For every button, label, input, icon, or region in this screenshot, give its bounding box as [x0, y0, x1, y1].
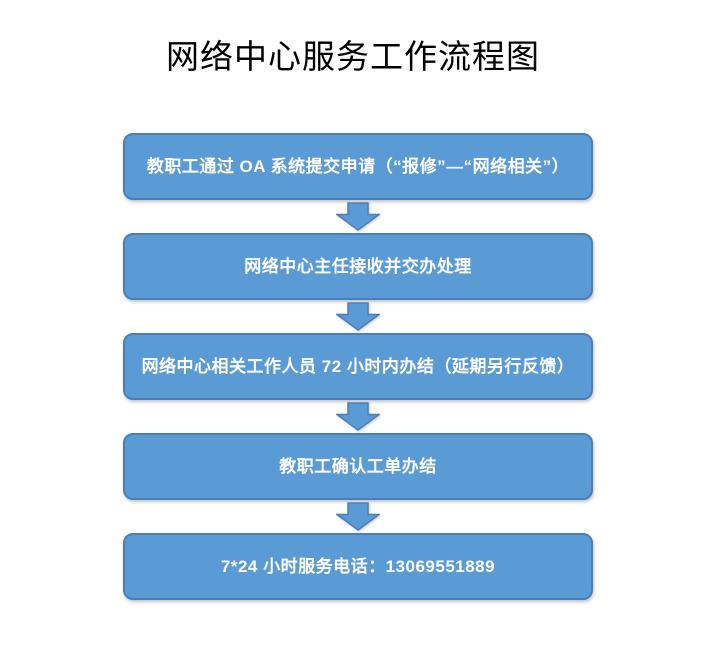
flow-step-5-label: 7*24 小时服务电话：13069551889	[220, 556, 496, 576]
down-arrow-icon	[336, 400, 380, 433]
flow-step-4: 教职工确认工单办结	[123, 433, 593, 500]
flow-step-2: 网络中心主任接收并交办处理	[123, 233, 593, 300]
page-title: 网络中心服务工作流程图	[166, 38, 540, 75]
flow-step-1-label: 教职工通过 OA 系统提交申请（“报修”—“网络相关”）	[146, 156, 570, 176]
flow-step-3: 网络中心相关工作人员 72 小时内办结（延期另行反馈）	[123, 333, 593, 400]
down-arrow-icon	[336, 300, 380, 333]
flow-step-2-label: 网络中心主任接收并交办处理	[244, 256, 472, 276]
flowchart: 教职工通过 OA 系统提交申请（“报修”—“网络相关”） 网络中心主任接收并交办…	[123, 133, 593, 600]
down-arrow-icon	[336, 500, 380, 533]
flow-step-1: 教职工通过 OA 系统提交申请（“报修”—“网络相关”）	[123, 133, 593, 200]
flow-step-3-label: 网络中心相关工作人员 72 小时内办结（延期另行反馈）	[141, 356, 575, 376]
flow-step-4-label: 教职工确认工单办结	[279, 456, 437, 476]
flow-step-5: 7*24 小时服务电话：13069551889	[123, 533, 593, 600]
down-arrow-icon	[336, 200, 380, 233]
